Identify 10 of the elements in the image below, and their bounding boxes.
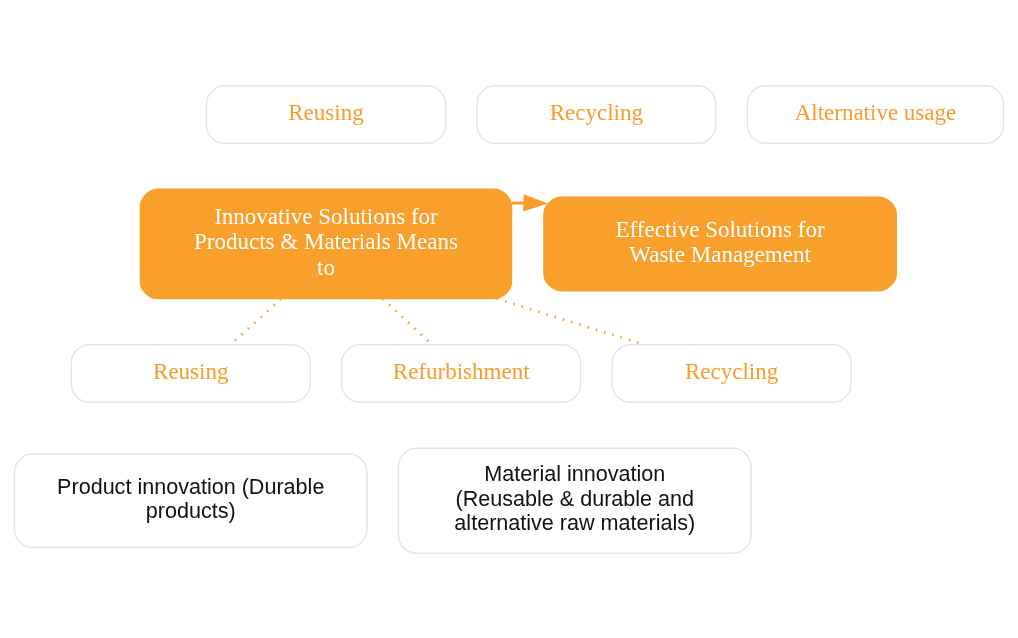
node-box: Effective Solutions for Waste Management <box>543 196 897 291</box>
node-box: Material innovation (Reusable & durable and alternative raw materials) <box>397 447 752 554</box>
node-box: Recycling <box>476 84 717 144</box>
node-box: Alternative usage <box>746 84 1005 144</box>
node-box: Reusing <box>205 84 447 144</box>
node-box: Innovative Solutions for Products & Materials Means to <box>139 188 513 299</box>
node-box: Reusing <box>70 343 311 403</box>
node-box: Product innovation (Durable products) <box>13 452 368 548</box>
node-box: Recycling <box>611 343 852 403</box>
node-box: Refurbishment <box>341 343 582 403</box>
